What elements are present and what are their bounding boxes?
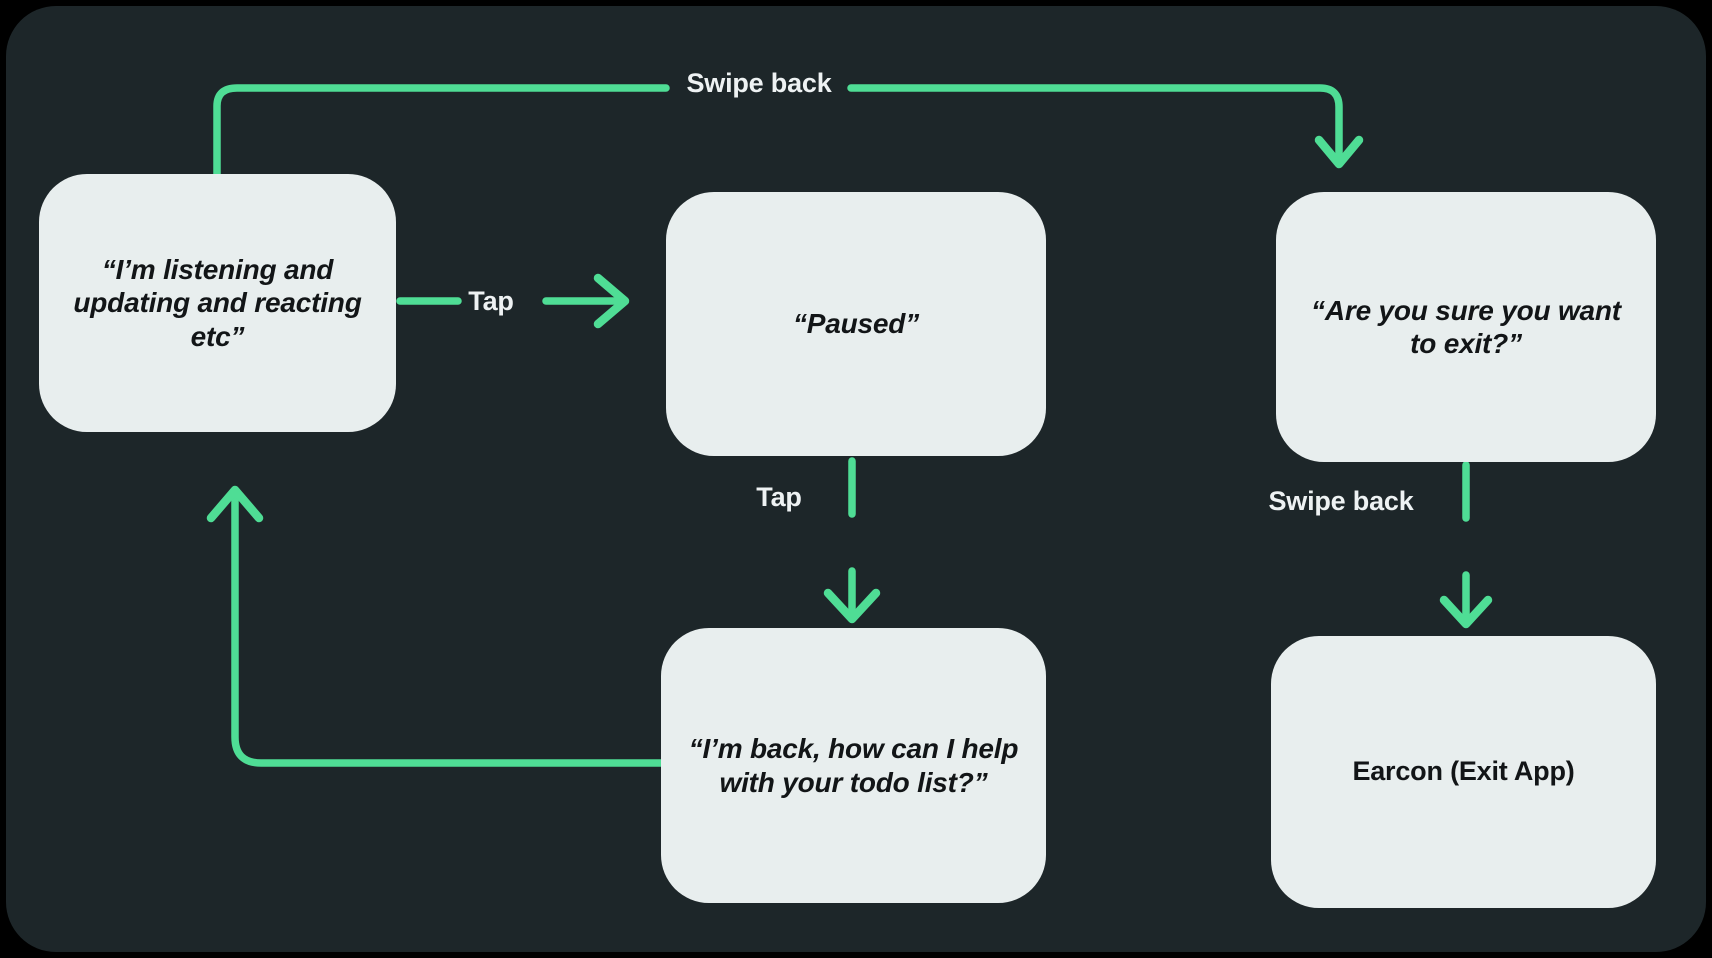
node-paused-label: “Paused”	[793, 308, 919, 340]
node-back-label: “I’m back, how can I help with your todo…	[688, 733, 1019, 798]
diagram-panel: .ln{fill:none;stroke:#4fdd95;stroke-widt…	[6, 6, 1706, 952]
node-earcon-label: Earcon (Exit App)	[1352, 756, 1575, 787]
edge-label-tap-vertical: Tap	[756, 482, 802, 512]
edge-paused-to-back	[823, 457, 881, 624]
node-listening-label: “I’m listening and updating and reacting…	[73, 254, 362, 352]
edge-label-swipe-back-top: Swipe back	[686, 68, 832, 98]
node-paused[interactable]: “Paused”	[666, 192, 1046, 456]
edge-back-to-listening	[206, 485, 665, 767]
node-earcon[interactable]: Earcon (Exit App)	[1271, 636, 1656, 908]
edge-label-tap-horizontal: Tap	[468, 286, 514, 316]
node-confirm-exit-label: “Are you sure you want to exit?”	[1311, 294, 1621, 359]
node-back[interactable]: “I’m back, how can I help with your todo…	[661, 628, 1046, 903]
edge-label-swipe-back-right: Swipe back	[1268, 486, 1414, 516]
node-listening[interactable]: “I’m listening and updating and reacting…	[39, 174, 396, 432]
edge-listening-to-confirm-exit	[213, 84, 1364, 178]
node-confirm-exit[interactable]: “Are you sure you want to exit?”	[1276, 192, 1656, 462]
edge-confirm-exit-to-earcon	[1439, 461, 1493, 629]
